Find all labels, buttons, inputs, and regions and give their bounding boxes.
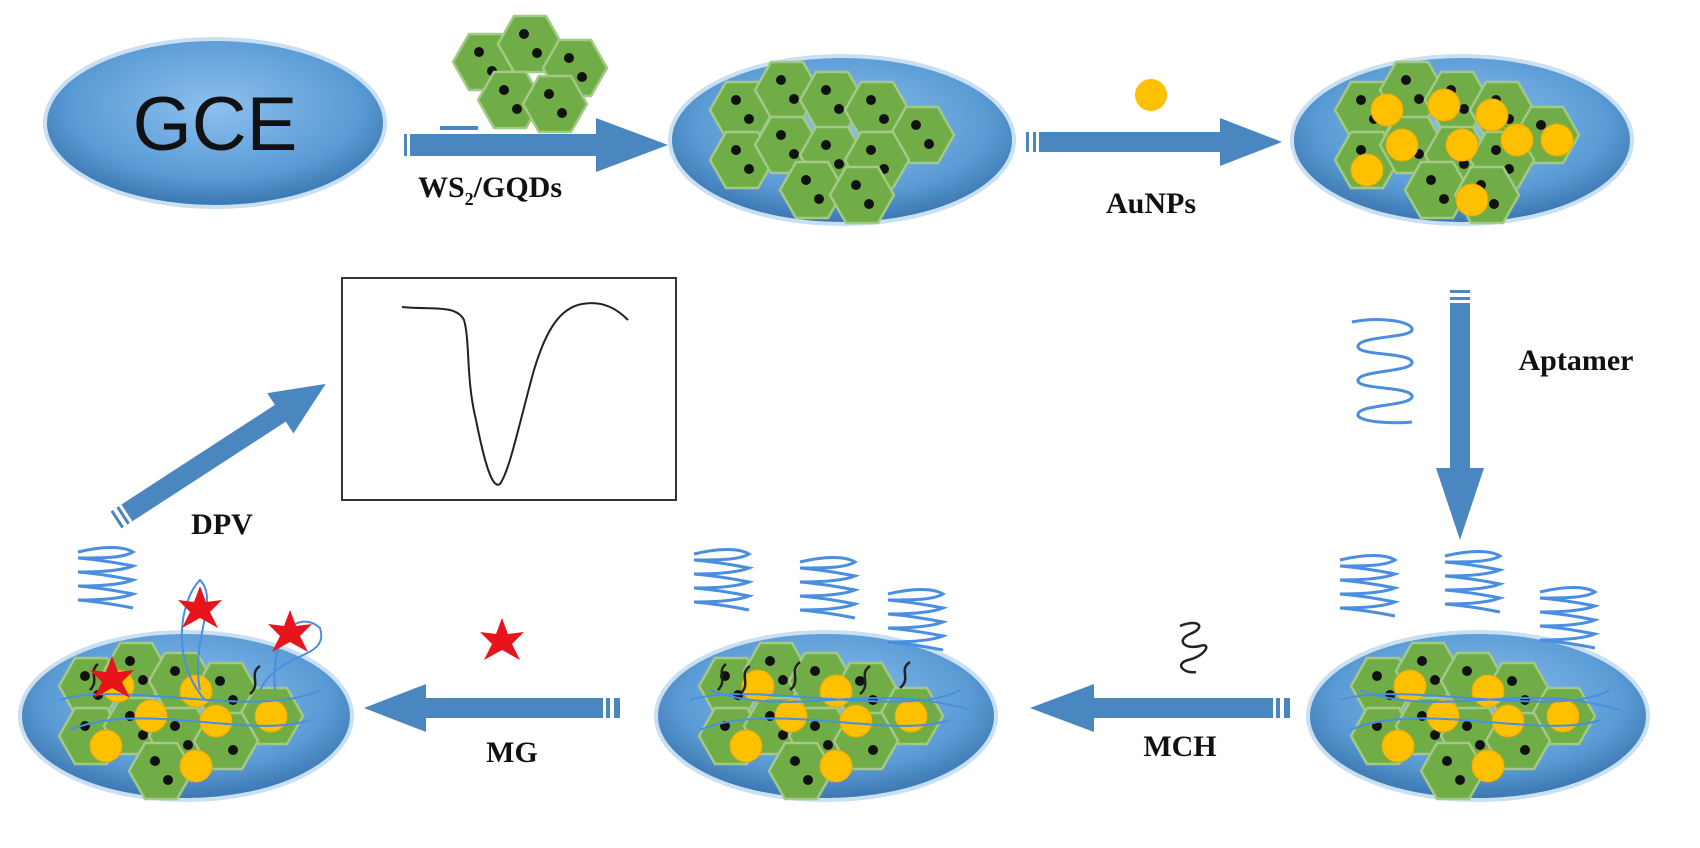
mch-molecule-icon — [1179, 621, 1208, 674]
dash-mark — [440, 126, 478, 130]
aptamer-modified-electrode — [1306, 550, 1650, 802]
mch-blocked-electrode — [654, 548, 998, 802]
arrow-mch — [1030, 684, 1290, 732]
ws2-gqds-label: WS2/GQDs — [418, 171, 562, 209]
arrow-aptamer — [1436, 290, 1484, 540]
dpv-label: DPV — [191, 508, 253, 541]
arrow-aunps — [1026, 118, 1282, 166]
aunps-label: AuNPs — [1106, 187, 1196, 220]
ws2-gqds-modified-electrode — [668, 54, 1016, 226]
dpv-voltammogram-icon — [341, 277, 677, 501]
gold-nanoparticle-icon — [1135, 79, 1167, 111]
arrow-ws2-gqds — [398, 118, 668, 172]
ws2-gqds-hexagon-icon — [451, 14, 609, 134]
malachite-green-star-icon — [480, 618, 524, 660]
mg-captured-electrode — [18, 546, 354, 802]
aunps-modified-electrode — [1290, 54, 1634, 226]
aptamer-label: Aptamer — [1519, 344, 1634, 377]
arrow-mg — [364, 684, 620, 732]
aptamer-strand-icon — [1351, 318, 1414, 425]
gce-label: GCE — [133, 82, 298, 167]
mch-label: MCH — [1143, 730, 1216, 763]
arrow-dpv — [110, 383, 326, 529]
mg-label: MG — [486, 736, 538, 769]
bare-gce-electrode: GCE — [43, 37, 387, 209]
